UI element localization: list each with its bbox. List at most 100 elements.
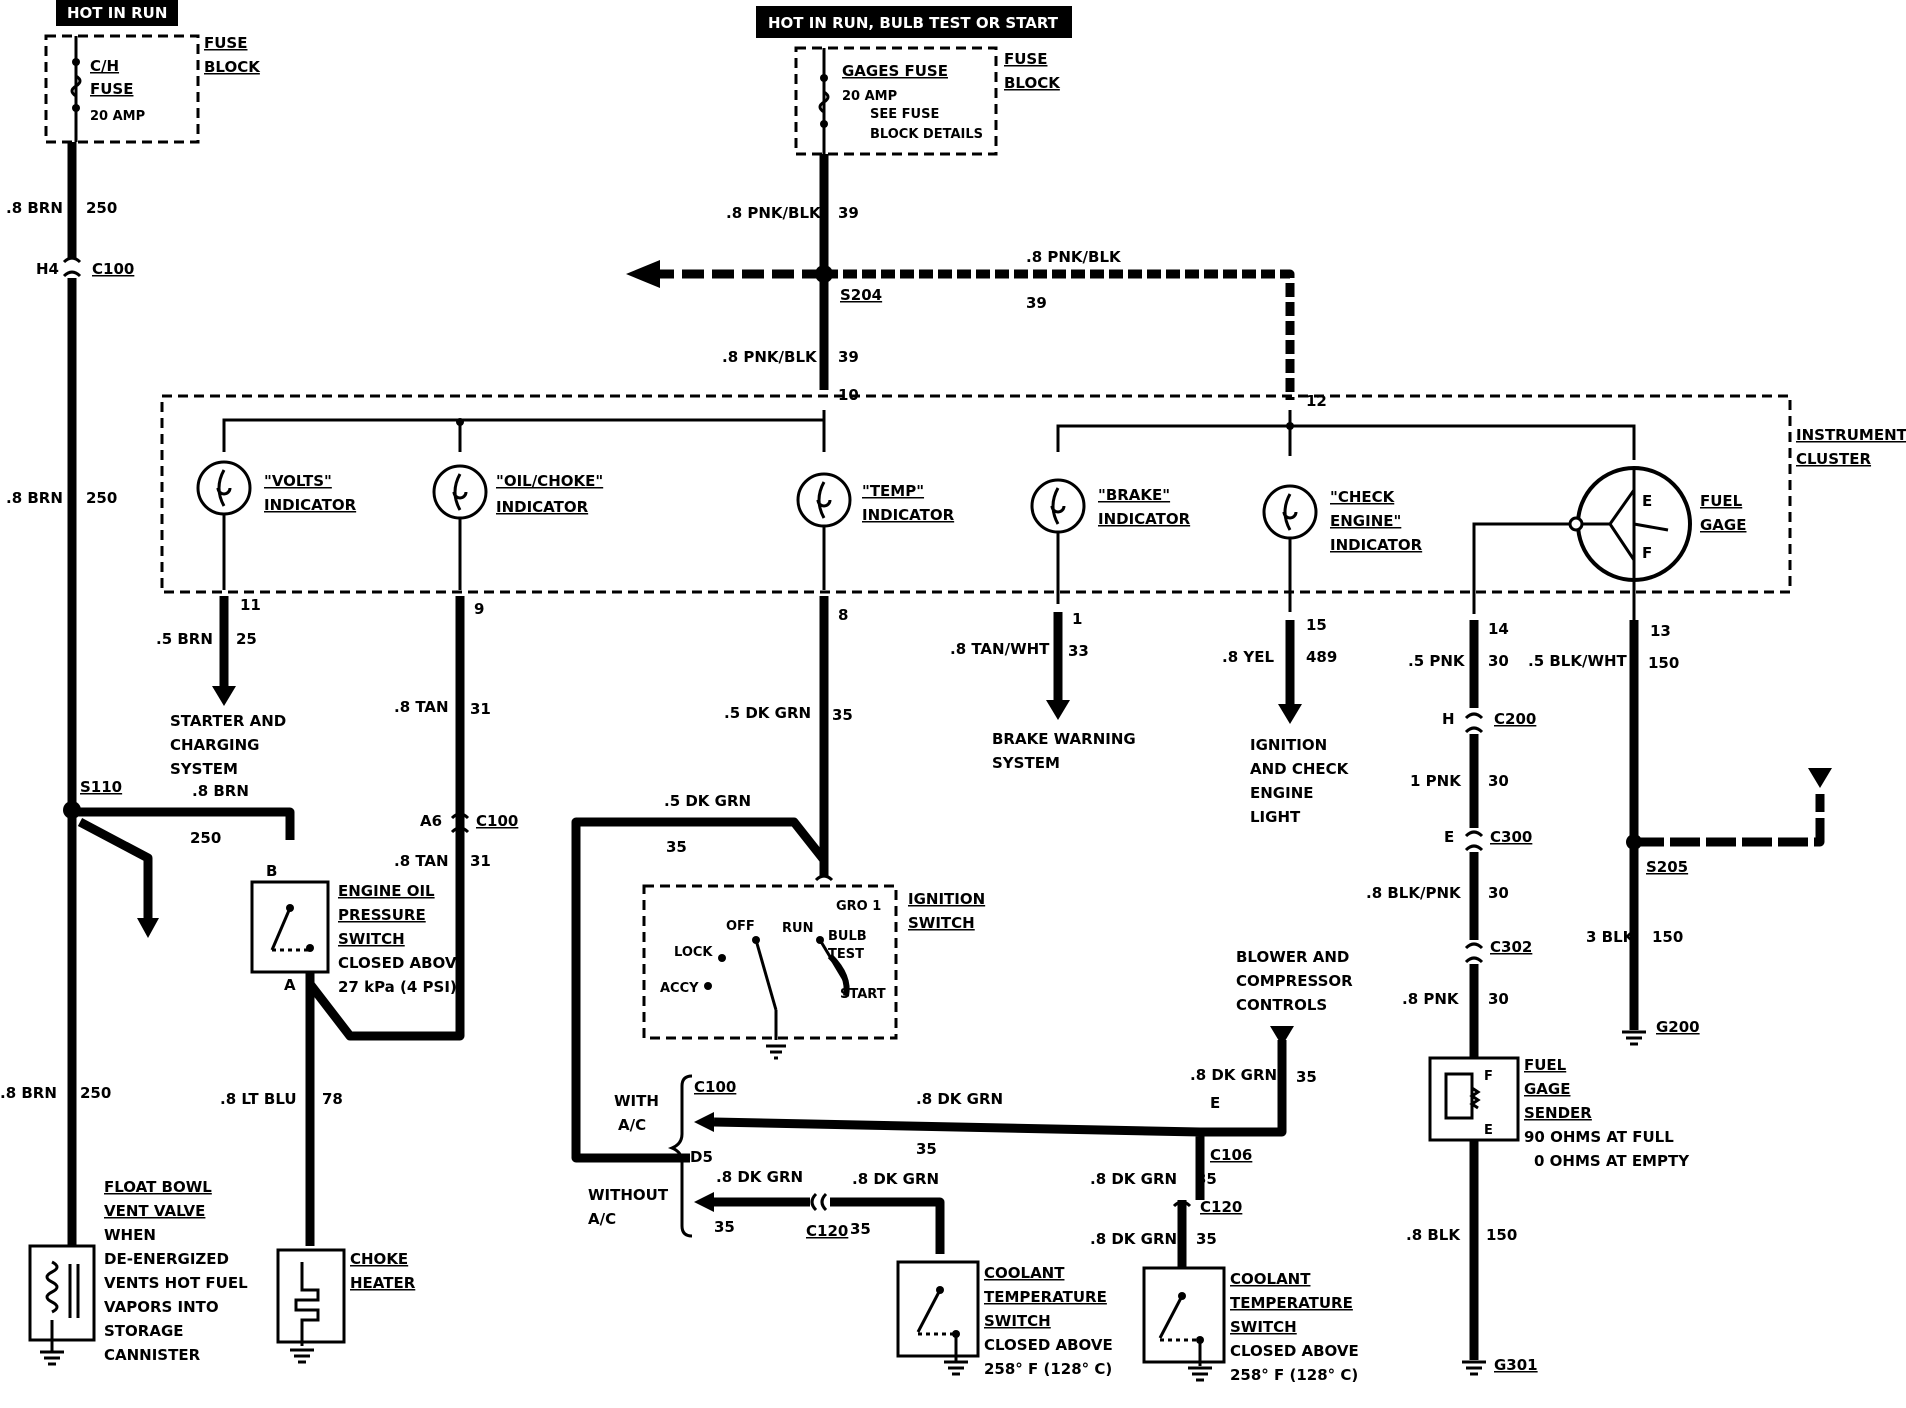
gages-fuse-block: GAGES FUSE 20 AMP SEE FUSE BLOCK DETAILS… [794, 46, 1061, 156]
wire-label: .8 BLK/PNK [1366, 884, 1462, 902]
check-engine-text: INDICATOR [1330, 536, 1423, 554]
coolant-1-text: CLOSED ABOVE [984, 1336, 1113, 1354]
fuel-gage-e: E [1642, 492, 1652, 510]
wire-label: .5 BLK/WHT [1528, 652, 1628, 670]
wire-number: 150 [1652, 928, 1683, 946]
ch-fuse-block: C/H FUSE 20 AMP FUSE BLOCK [44, 34, 261, 144]
brake-text: INDICATOR [1098, 510, 1191, 528]
oil-choke-indicator: "OIL/CHOKE" INDICATOR [432, 464, 603, 590]
wire-number: 39 [1026, 294, 1047, 312]
wire-number: 150 [1648, 654, 1679, 672]
volts-indicator: "VOLTS" INDICATOR [196, 460, 357, 590]
wire-label: .8 DK GRN [1090, 1170, 1177, 1188]
circuit-31: 9 .8 TAN 31 A6 C100 .8 TAN 31 [394, 596, 518, 870]
wire-number: 150 [1486, 1226, 1517, 1244]
pin-label: 15 [1306, 616, 1327, 634]
ignition-accy: ACCY [660, 981, 699, 996]
wire-label: .8 DK GRN [1090, 1230, 1177, 1248]
gages-fuse-name: GAGES FUSE [842, 62, 948, 80]
fuel-gage: E F FUEL GAGE [1472, 466, 1746, 620]
cluster-label-1: INSTRUMENT [1796, 426, 1906, 444]
connector-label: C100 [476, 812, 518, 830]
ignition-off: OFF [726, 919, 755, 934]
coolant-2-text: 258° F (128° C) [1230, 1366, 1358, 1384]
sender-e: E [1484, 1123, 1493, 1138]
ignition-switch-text: IGNITION [908, 890, 985, 908]
ignition-bulb: BULB [828, 929, 867, 944]
wire-label: 3 BLK [1586, 928, 1636, 946]
cluster-label-2: CLUSTER [1796, 450, 1871, 468]
pin-label: 9 [474, 600, 484, 618]
wire-label: .8 BRN [0, 1084, 57, 1102]
temp-text: INDICATOR [862, 506, 955, 524]
circuit-489: 15 .8 YEL 489 IGNITION AND CHECK ENGINE … [1222, 616, 1350, 826]
pin-label: H [1442, 710, 1455, 728]
connector-label: C100 [92, 260, 134, 278]
volts-text: "VOLTS" [264, 472, 332, 490]
wire-label: .5 DK GRN [664, 792, 751, 810]
wire-label: .8 YEL [1222, 648, 1274, 666]
coolant-2-text: CLOSED ABOVE [1230, 1342, 1359, 1360]
blower-text: BLOWER AND [1236, 948, 1349, 966]
pin-label: 13 [1650, 622, 1671, 640]
wire-number: 78 [322, 1090, 343, 1108]
splice-label: S110 [80, 778, 122, 796]
wire-number: 30 [1488, 990, 1509, 1008]
wire-label: .8 LT BLU [220, 1090, 297, 1108]
without-ac-text: WITHOUT [588, 1186, 669, 1204]
wire-number: 39 [838, 204, 859, 222]
splice-label: S204 [840, 286, 882, 304]
ignition-dest-text: IGNITION [1250, 736, 1327, 754]
wire-label: .8 TAN/WHT [950, 640, 1050, 658]
circuit-150: 13 .5 BLK/WHT 150 S205 3 BLK 150 G200 [1528, 620, 1832, 1046]
wire-label: .5 BRN [156, 630, 213, 648]
coolant-1-text: 258° F (128° C) [984, 1360, 1112, 1378]
pnkblk-39-circuit: .8 PNK/BLK 39 .8 PNK/BLK 39 S204 .8 PNK/… [626, 154, 1327, 410]
wire-number: 35 [1296, 1068, 1317, 1086]
wire-number: 31 [470, 700, 491, 718]
coolant-1-text: TEMPERATURE [984, 1288, 1107, 1306]
choke-heater: CHOKE HEATER [276, 1248, 416, 1364]
fuse-block-label-2: BLOCK [204, 58, 261, 76]
coolant-2-text: COOLANT [1230, 1270, 1311, 1288]
check-engine-indicator: "CHECK ENGINE" INDICATOR [1262, 484, 1423, 612]
pin-label: E [1444, 828, 1454, 846]
wire-label: .8 DK GRN [852, 1170, 939, 1188]
pin-label: H4 [36, 260, 59, 278]
wire-number: 489 [1306, 648, 1337, 666]
coolant-temp-switch-2: COOLANT TEMPERATURE SWITCH CLOSED ABOVE … [1142, 1266, 1359, 1384]
fuse-block-label-3: FUSE [1004, 50, 1047, 68]
wire-label: .8 PNK/BLK [722, 348, 818, 366]
fuel-sender-text: SENDER [1524, 1104, 1592, 1122]
float-bowl-text: WHEN [104, 1226, 156, 1244]
wire-number: 250 [86, 489, 117, 507]
connector-label: C120 [1200, 1198, 1242, 1216]
with-ac-text: WITH [614, 1092, 659, 1110]
fuel-gage-text: GAGE [1700, 516, 1746, 534]
wire-number: 250 [190, 829, 221, 847]
oil-choke-text: INDICATOR [496, 498, 589, 516]
oil-switch-text: ENGINE OIL [338, 882, 435, 900]
fuel-sender-text: 0 OHMS AT EMPTY [1534, 1152, 1690, 1170]
hot-in-run-label: HOT IN RUN [56, 0, 178, 26]
float-bowl-text: DE-ENERGIZED [104, 1250, 229, 1268]
wire-number: 31 [470, 852, 491, 870]
circuit-35: 8 .5 DK GRN 35 .5 DK GRN 35 [571, 596, 853, 1163]
wire-number: 35 [1196, 1170, 1217, 1188]
connector-label: C300 [1490, 828, 1532, 846]
starter-text: SYSTEM [170, 760, 238, 778]
wire-label: .8 DK GRN [916, 1090, 1003, 1108]
wire-label: .8 DK GRN [1190, 1066, 1277, 1084]
ignition-lock: LOCK [674, 945, 713, 960]
blower-text: COMPRESSOR [1236, 972, 1353, 990]
coolant-temp-switch-1: COOLANT TEMPERATURE SWITCH CLOSED ABOVE … [896, 1260, 1113, 1378]
wire-number: 30 [1488, 772, 1509, 790]
wire-number: 250 [80, 1084, 111, 1102]
fuel-gage-text: FUEL [1700, 492, 1743, 510]
ignition-test: TEST [828, 947, 864, 962]
fuel-sender-text: GAGE [1524, 1080, 1570, 1098]
wire-label: .8 PNK [1402, 990, 1460, 1008]
pin-label: 11 [240, 596, 261, 614]
wire-label: 1 PNK [1410, 772, 1462, 790]
pin-label: A [284, 976, 296, 994]
